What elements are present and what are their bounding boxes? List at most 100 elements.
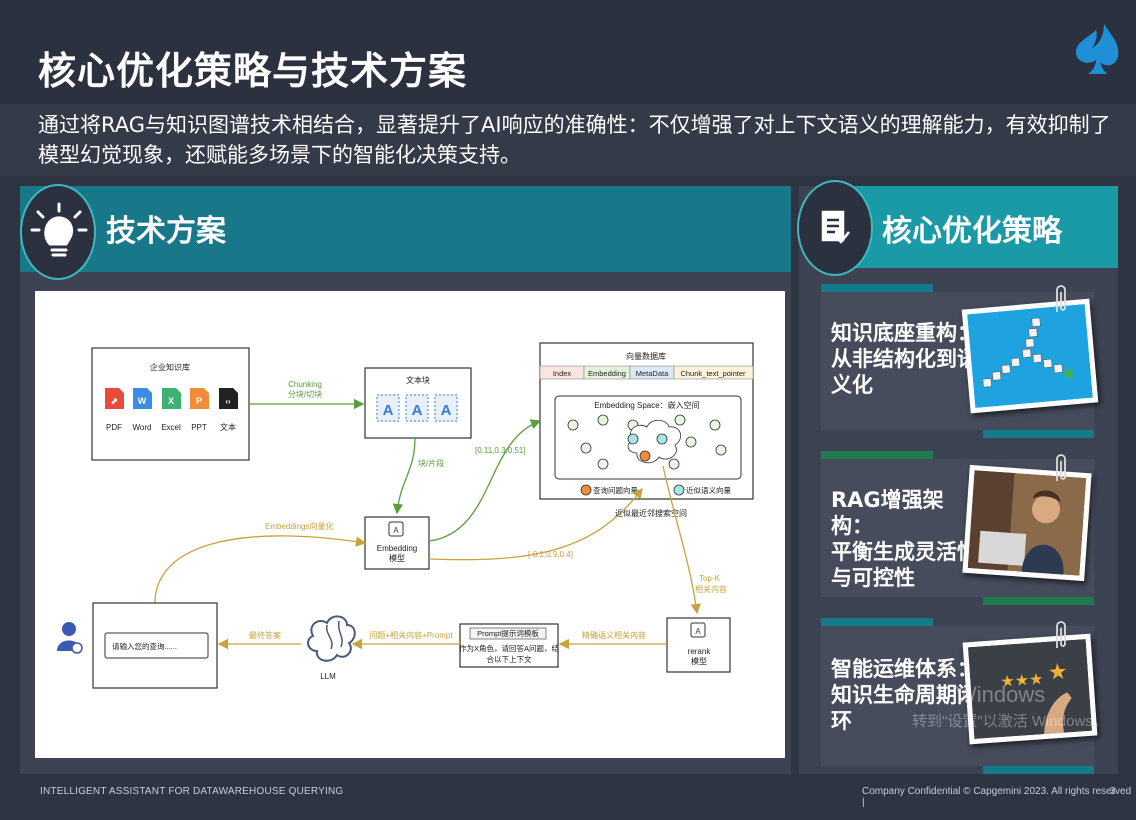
svg-text:A: A	[695, 627, 701, 636]
col-index: Index	[553, 369, 572, 378]
svg-text:★: ★	[1047, 658, 1068, 684]
card-1-line2: 从非结构化到语	[831, 347, 978, 371]
legend-similar-vector: 近似语义向量	[686, 485, 731, 495]
card-3-top-bar	[821, 618, 933, 626]
paperclip-icon	[1056, 621, 1066, 648]
title-bar	[0, 0, 1136, 104]
col-chunk-pointer: Chunk_text_pointer	[680, 369, 746, 378]
word-label: Word	[133, 423, 152, 432]
lightbulb-icon	[20, 184, 96, 280]
final-answer-label: 最终答案	[249, 630, 281, 640]
svg-text:‹›: ‹›	[225, 397, 231, 406]
embedding-model-line1: Embedding	[377, 544, 417, 553]
ppt-file-icon: P PPT	[190, 388, 209, 432]
card-3-line2: 知识生命周期闭	[831, 683, 978, 707]
page-subtitle: 通过将RAG与知识图谱技术相结合，显著提升了AI响应的准确性：不仅增强了对上下文…	[38, 113, 1111, 167]
nearest-search-label: 近似最近邻搜索空间	[615, 508, 687, 518]
dice-cubes-photo	[961, 298, 1099, 414]
query-input-placeholder: 请输入您的查询......	[112, 641, 177, 651]
text-file-icon: ‹› 文本	[219, 388, 238, 432]
vector-b-label: [-0.1,0.9,0.4]	[528, 550, 573, 559]
text-file-label: 文本	[220, 422, 236, 432]
card-3-text: 智能运维体系： 知识生命周期闭 环	[831, 656, 981, 734]
windows-watermark-text: 转到"设置"以激活 Windows。	[912, 713, 1108, 730]
subtitle-bar	[0, 104, 1136, 176]
vector-db-title: 向量数据库	[626, 351, 666, 361]
strategy-card-1: 知识底座重构： 从非结构化到语 义化	[821, 284, 1099, 438]
man-thinking-photo	[962, 464, 1092, 582]
chunk-a-3: A	[441, 402, 452, 419]
knowledge-base-title: 企业知识库	[150, 362, 190, 372]
embedding-space-title: Embedding Space：嵌入空间	[594, 400, 699, 410]
page-number: 3	[1110, 786, 1116, 797]
rating-stars-photo: ★★★★	[962, 633, 1098, 745]
card-1-line1: 知识底座重构：	[831, 321, 978, 345]
strategy-title: 核心优化策略	[882, 214, 1062, 249]
card-2-top-bar	[821, 451, 933, 459]
text-block-box: 文本块 A A A	[364, 367, 472, 439]
rerank-model-box: A rerank 模型	[666, 617, 731, 673]
llm-brain-icon: LLM	[307, 615, 356, 681]
precise-label: 精确语义相关内容	[582, 630, 646, 640]
card-3-bottom-bar	[983, 766, 1094, 774]
embedding-model-line2: 模型	[389, 553, 405, 563]
user-query-box: 请输入您的查询......	[92, 602, 218, 689]
card-1-bottom-bar	[983, 430, 1094, 438]
topk-cn-label: 相关内容	[695, 584, 727, 594]
word-file-icon: W Word	[133, 388, 152, 432]
strategy-header	[826, 186, 1118, 268]
card-2-text: RAG增强架构： 平衡生成灵活性 与可控性	[831, 487, 981, 591]
embeddings-label: Embeddings向量化	[265, 521, 333, 531]
card-2-line2: 平衡生成灵活性	[831, 540, 978, 564]
chunk-segment-label: 块/片段	[418, 458, 444, 468]
chunk-a-1: A	[383, 402, 394, 419]
svg-text:A: A	[393, 526, 399, 535]
user-search-icon	[57, 622, 83, 654]
embedding-model-box: A Embedding 模型	[364, 516, 430, 570]
prompt-line1: 作为X角色，请回答A问题，结	[459, 643, 560, 653]
chunking-cn-label: 分块/切块	[288, 389, 322, 399]
question-prompt-label: 问题+相关内容+Prompt	[369, 630, 453, 640]
pdf-file-icon: ⬈ PDF	[105, 388, 124, 432]
rerank-line1: rerank	[688, 647, 712, 656]
card-1-line3: 义化	[831, 373, 873, 397]
checklist-icon	[797, 180, 873, 276]
legend-query-vector: 查询问题向量	[593, 485, 638, 495]
vector-database-box: 向量数据库 Index Embedding MetaData Chunk_tex…	[539, 342, 754, 500]
vector-a-label: [0.11,0.3,0.51]	[475, 446, 526, 455]
windows-watermark-title: Windows	[956, 682, 1046, 707]
card-3-line1: 智能运维体系：	[831, 657, 978, 681]
tech-solution-title: 技术方案	[106, 214, 226, 249]
card-2-bottom-bar	[983, 597, 1094, 605]
prompt-template-box: Prompt提示词模板 作为X角色，请回答A问题，结 合以下上下文	[459, 623, 560, 668]
card-2-line3: 与可控性	[831, 566, 915, 590]
svg-text:⬈: ⬈	[110, 396, 118, 406]
svg-text:★★★: ★★★	[1000, 671, 1044, 691]
chunk-a-2: A	[412, 402, 423, 419]
excel-label: Excel	[161, 423, 181, 432]
paperclip-icon	[1056, 285, 1066, 312]
tech-solution-header	[20, 186, 791, 272]
card-1-text: 知识底座重构： 从非结构化到语 义化	[831, 320, 981, 398]
llm-label: LLM	[320, 672, 336, 681]
strategy-card-3: 智能运维体系： 知识生命周期闭 环 ★★★★	[821, 618, 1098, 774]
chunking-label: Chunking	[288, 380, 322, 389]
card-2-line1: RAG增强架构：	[831, 488, 944, 538]
card-3-line3: 环	[831, 709, 852, 733]
topk-label: Top-K	[699, 574, 721, 583]
ppt-label: PPT	[191, 423, 207, 432]
prompt-line2: 合以下上下文	[487, 654, 532, 664]
pdf-label: PDF	[106, 423, 122, 432]
svg-text:W: W	[138, 396, 147, 406]
text-block-title: 文本块	[406, 375, 430, 385]
footer-project-name: INTELLIGENT ASSISTANT FOR DATAWAREHOUSE …	[40, 786, 344, 797]
prompt-title: Prompt提示词模板	[477, 628, 539, 638]
footer-copyright: Company Confidential © Capgemini 2023. A…	[862, 786, 1132, 808]
page-title: 核心优化策略与技术方案	[38, 49, 468, 93]
svg-text:P: P	[196, 396, 202, 406]
rerank-line2: 模型	[691, 656, 707, 666]
